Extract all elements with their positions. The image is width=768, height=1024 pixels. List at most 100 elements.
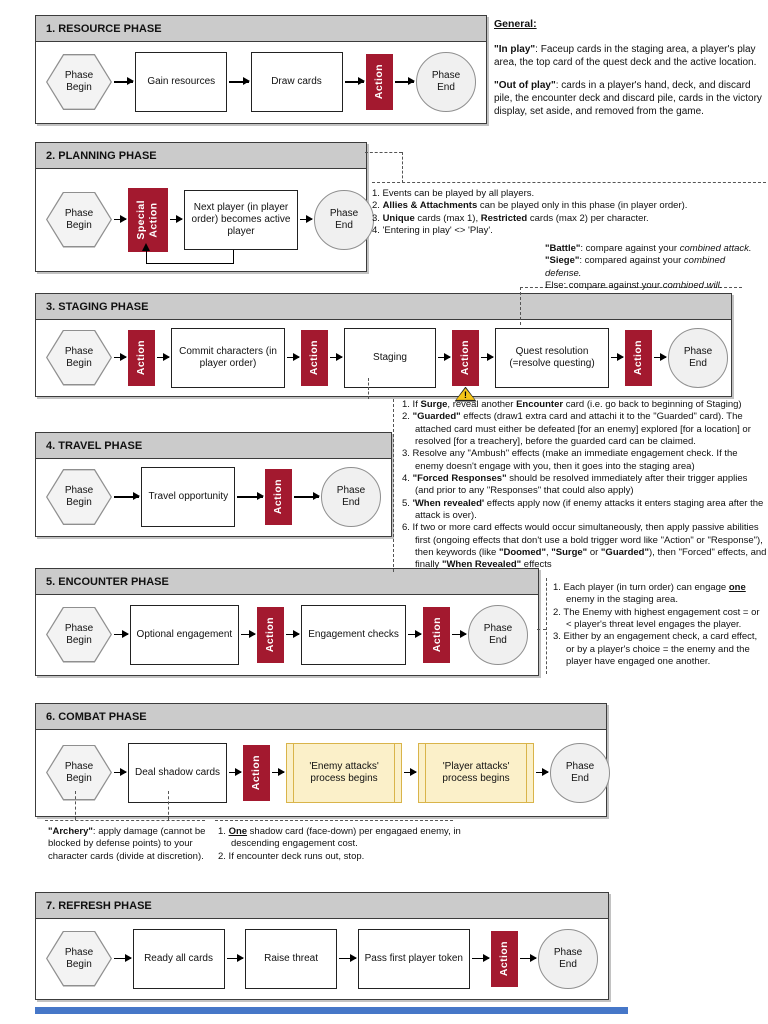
action-bar: Action xyxy=(264,469,292,525)
phase-begin: Phase Begin xyxy=(46,607,112,663)
phase-title: 2. PLANNING PHASE xyxy=(46,149,157,162)
connector-line xyxy=(520,287,521,325)
text-segment: 1. If xyxy=(402,399,421,410)
note-line: 1. If Surge, reveal another Encounter ca… xyxy=(402,399,768,411)
warning-icon: ! xyxy=(454,386,477,402)
phase-end: Phase End xyxy=(416,52,476,112)
action-bar: Action! xyxy=(452,329,479,402)
flow-arrow xyxy=(170,215,183,223)
step-label: Staging xyxy=(373,351,407,363)
connector-line xyxy=(168,791,169,820)
battle-siege-notes: "Battle": compare against your combined … xyxy=(545,243,755,292)
text-segment: "Out of play" xyxy=(494,79,556,91)
note-line: "Siege": compared against your combined … xyxy=(545,255,755,280)
text-segment: , reveal another xyxy=(447,399,517,410)
flow-arrow xyxy=(293,492,321,500)
step-label: Quest resolution (=resolve questing) xyxy=(509,345,595,369)
text-segment: 5. xyxy=(402,497,413,509)
text-segment: Unique xyxy=(382,212,415,224)
flow-arrow xyxy=(536,768,550,776)
text-segment: "Siege" xyxy=(545,255,580,267)
note-line: 4. "Forced Responses" should be resolved… xyxy=(402,473,768,498)
flow-arrow xyxy=(114,954,132,962)
action-bar: Action xyxy=(490,930,518,987)
flow-encounter: Phase Begin Optional engagement Action Enga… xyxy=(36,595,538,674)
step-label: Phase Begin xyxy=(64,345,94,369)
text-segment: effects (draw1 extra card and attachi it… xyxy=(415,411,751,448)
step-ready-all-cards: Ready all cards xyxy=(132,928,225,989)
phase-end: Phase End xyxy=(538,928,599,989)
archery-note: "Archery": apply damage (cannot be block… xyxy=(48,826,206,863)
flow-arrow xyxy=(404,768,418,776)
phase-title: 3. STAGING PHASE xyxy=(46,300,149,313)
text-segment: enemy in the staging area. xyxy=(566,594,678,606)
flow-arrow xyxy=(229,77,250,85)
flow-arrow xyxy=(339,954,357,962)
flow-arrow xyxy=(114,630,129,638)
text-segment: cards (max 1), xyxy=(414,212,481,224)
note-in-play: "In play": Faceup cards in the staging a… xyxy=(494,43,766,69)
step-engagement-checks: Engagement checks xyxy=(301,604,406,665)
step-pass-first-player-token: Pass first player token xyxy=(357,928,470,989)
text-segment: 2. xyxy=(402,411,413,423)
flow-arrow xyxy=(272,768,286,776)
step-label: Action xyxy=(497,940,510,977)
text-segment: one xyxy=(728,582,746,593)
flow-arrow xyxy=(344,77,366,85)
section-refresh-phase: 7. REFRESH PHASE Phase Begin Ready all ca… xyxy=(35,892,609,1000)
text-segment: "Doomed" xyxy=(498,547,546,559)
phase-end: Phase End xyxy=(550,742,611,803)
text-segment: , xyxy=(545,547,552,559)
connector-line xyxy=(368,378,369,399)
text-segment: "Forced Responses" xyxy=(412,473,507,485)
flow-arrow xyxy=(452,630,467,638)
step-quest-resolution: Quest resolution (=resolve questing) xyxy=(495,327,609,388)
flow-arrow xyxy=(438,353,451,361)
connector-line xyxy=(215,820,453,821)
step-label: Action xyxy=(308,339,321,376)
warning-exclamation: ! xyxy=(463,390,468,402)
flow-arrow xyxy=(226,954,244,962)
connector-line xyxy=(537,629,546,630)
text-segment: 1. xyxy=(218,826,229,837)
text-segment: 3. Either by an engagement check, a card… xyxy=(553,631,758,668)
connector-line xyxy=(75,791,76,820)
flow-arrow xyxy=(114,215,127,223)
phase-begin: Phase Begin xyxy=(46,54,112,110)
text-segment: Allies & Attachments xyxy=(382,200,478,212)
text-segment: 4. xyxy=(402,473,413,485)
text-segment: 'When revealed' xyxy=(412,497,485,509)
note-line: 4. 'Entering in play' <> 'Play'. xyxy=(372,225,766,237)
step-label: Phase End xyxy=(565,760,595,784)
phase-begin: Phase Begin xyxy=(46,931,112,987)
phase-header: 7. REFRESH PHASE xyxy=(36,893,608,919)
step-label: Action xyxy=(135,339,148,376)
connector-line xyxy=(402,152,403,183)
step-gain-resources: Gain resources xyxy=(135,52,228,112)
text-segment: "Guarded" xyxy=(600,547,649,559)
flow-arrow xyxy=(481,353,494,361)
step-label: Optional engagement xyxy=(136,628,233,640)
step-label: Action xyxy=(430,616,443,653)
flow-arrow xyxy=(114,353,127,361)
flow-arrow xyxy=(519,954,537,962)
flow-arrow xyxy=(114,768,127,776)
step-label: Phase Begin xyxy=(64,207,94,231)
note-line: 2. "Guarded" effects (draw1 extra card a… xyxy=(402,411,768,448)
connector-line xyxy=(372,182,766,183)
text-segment: Encounter xyxy=(516,399,564,410)
step-label: Engagement checks xyxy=(308,628,399,640)
phase-header: 2. PLANNING PHASE xyxy=(36,143,366,169)
flow-arrow xyxy=(330,353,343,361)
text-segment: 1. Events can be played by all players. xyxy=(372,188,535,199)
text-segment: ), then "Forced" effects, and finally xyxy=(415,547,767,571)
flow-arrow xyxy=(157,353,170,361)
step-label: Pass first player token xyxy=(364,952,463,964)
phase-begin: Phase Begin xyxy=(46,192,112,248)
